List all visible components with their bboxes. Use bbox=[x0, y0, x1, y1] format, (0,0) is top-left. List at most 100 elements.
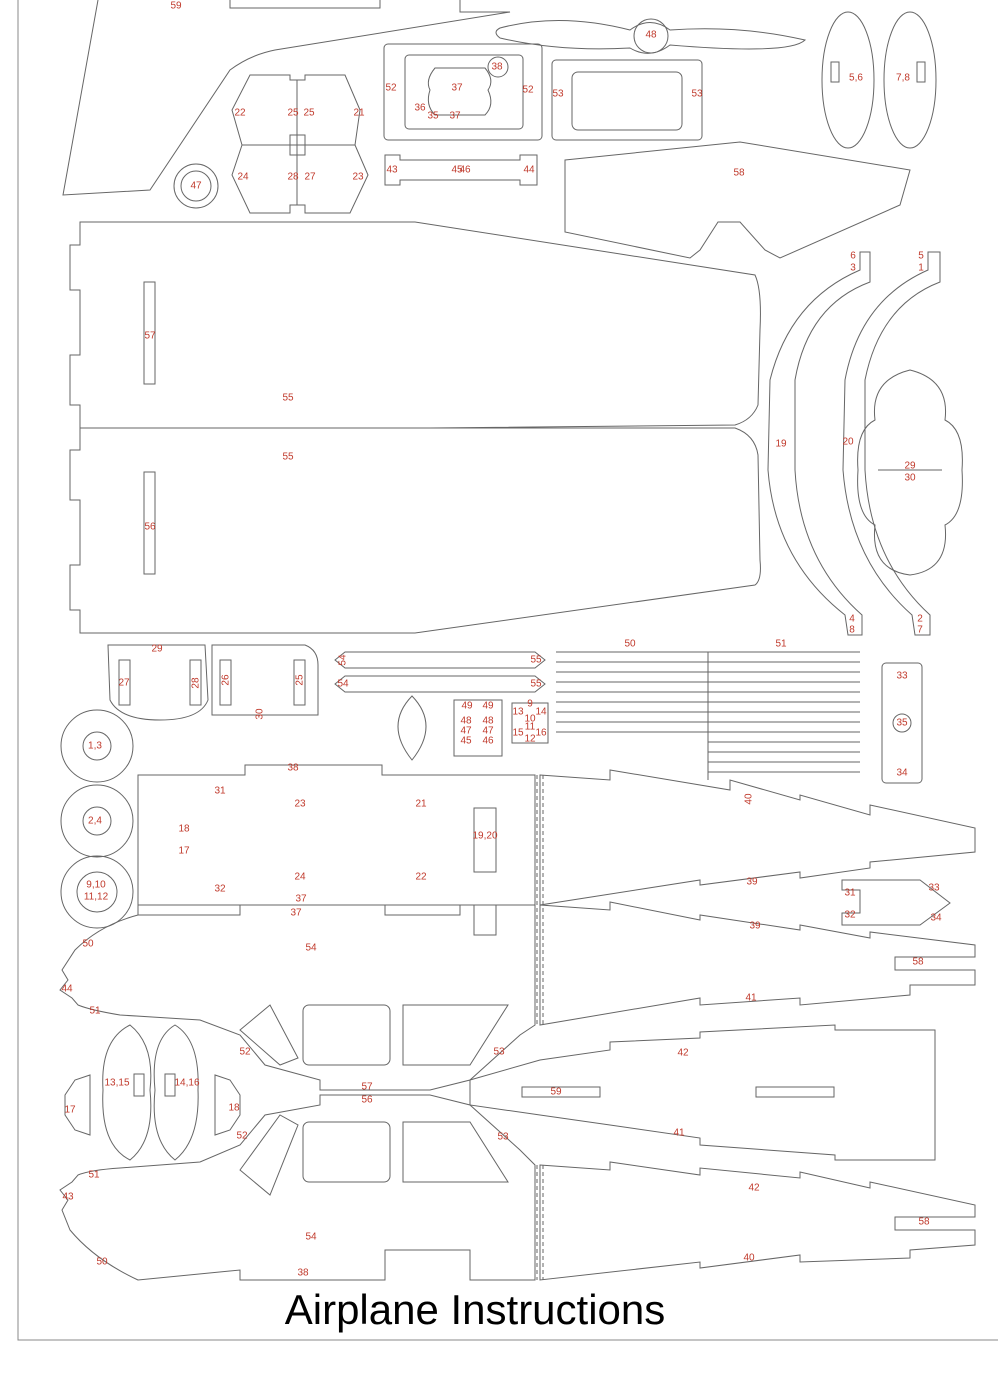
part-label: 54 bbox=[305, 1232, 317, 1243]
lens-part bbox=[397, 695, 427, 761]
window-lower-3 bbox=[402, 1121, 509, 1183]
part-label: 24 bbox=[294, 872, 306, 883]
side-tab-18 bbox=[214, 1074, 241, 1136]
part-label: 51 bbox=[775, 639, 787, 650]
part-label: 42 bbox=[748, 1183, 760, 1194]
part-label: 31 bbox=[214, 786, 226, 797]
part-47-outer bbox=[173, 163, 219, 209]
part-label: 49 bbox=[461, 701, 473, 712]
arc-part-19 bbox=[767, 251, 871, 636]
part-label: 55 bbox=[282, 393, 294, 404]
part-label: 51 bbox=[88, 1170, 100, 1181]
slot-under bbox=[473, 904, 497, 936]
part-label: 48 bbox=[645, 30, 657, 41]
slot-28 bbox=[189, 659, 202, 706]
part-label: 46 bbox=[459, 165, 471, 176]
part-label: 58 bbox=[912, 957, 924, 968]
part-label: 44 bbox=[61, 984, 73, 995]
part-label: 42 bbox=[677, 1048, 689, 1059]
wing-slot-57 bbox=[143, 281, 156, 385]
part-29-frame bbox=[107, 644, 209, 721]
part-label: 43 bbox=[62, 1192, 74, 1203]
part-label: 37 bbox=[295, 894, 307, 905]
part-label: 47 bbox=[460, 726, 472, 737]
part-label: 4 bbox=[849, 614, 855, 625]
part-label: 38 bbox=[287, 763, 299, 774]
part-label: 47 bbox=[190, 181, 202, 192]
wing-slot-56 bbox=[143, 471, 156, 575]
part-label: 45 bbox=[460, 736, 472, 747]
part-label: 48 bbox=[460, 716, 472, 727]
part-label: 28 bbox=[287, 172, 299, 183]
window-upper-1 bbox=[239, 1004, 299, 1066]
part-label: 2,4 bbox=[88, 816, 102, 827]
slot-27 bbox=[118, 659, 131, 706]
propeller-hub bbox=[633, 18, 669, 54]
part-59-outline bbox=[62, 0, 511, 196]
part-label: 52 bbox=[239, 1047, 251, 1058]
part-label: 16 bbox=[535, 728, 547, 739]
window-upper-2 bbox=[302, 1004, 391, 1066]
part-label: 28 bbox=[191, 677, 202, 689]
part-label: 2 bbox=[917, 614, 923, 625]
part-label: 11,12 bbox=[84, 892, 109, 903]
part-label: 57 bbox=[144, 331, 156, 342]
part-label: 1 bbox=[918, 263, 924, 274]
part-label: 5,6 bbox=[849, 73, 863, 84]
part-label: 12 bbox=[524, 734, 536, 745]
slot-25 bbox=[293, 659, 306, 706]
part-label: 34 bbox=[896, 768, 908, 779]
part-label: 52 bbox=[385, 83, 397, 94]
part-label: 7,8 bbox=[896, 73, 910, 84]
wheel-912-hub bbox=[76, 871, 118, 913]
oval-part-78 bbox=[883, 11, 937, 149]
part-label: 19,20 bbox=[472, 831, 497, 842]
part-label: 29 bbox=[151, 644, 163, 655]
part-label: 54 bbox=[338, 654, 349, 666]
wing-upper bbox=[69, 221, 761, 429]
part-label: 52 bbox=[522, 85, 534, 96]
part-label: 37 bbox=[451, 83, 463, 94]
part-label: 47 bbox=[482, 726, 494, 737]
part-label: 37 bbox=[449, 111, 461, 122]
part-label: 3 bbox=[850, 263, 856, 274]
nose-piece-upper bbox=[59, 904, 536, 1091]
oval-part-56 bbox=[821, 11, 875, 149]
frame-53 bbox=[551, 59, 703, 141]
part-label: 35 bbox=[427, 111, 439, 122]
part-37-shape bbox=[427, 67, 492, 116]
part-label: 17 bbox=[64, 1105, 76, 1116]
part-label: 37 bbox=[290, 908, 302, 919]
part-label: 21 bbox=[415, 799, 427, 810]
part-label: 6 bbox=[850, 251, 856, 262]
side-panel-42-41 bbox=[469, 1024, 936, 1161]
window-lower-2 bbox=[302, 1121, 391, 1183]
part-label: 38 bbox=[491, 62, 503, 73]
part-21-28-outline bbox=[231, 74, 369, 214]
part-label: 54 bbox=[337, 679, 349, 690]
oval-13-15 bbox=[102, 1024, 152, 1161]
part-label: 19 bbox=[775, 439, 787, 450]
part-label: 56 bbox=[361, 1095, 373, 1106]
part-label: 35 bbox=[896, 718, 908, 729]
slot-19-20 bbox=[473, 807, 497, 873]
part-label: 18 bbox=[178, 824, 190, 835]
part-label: 59 bbox=[170, 1, 182, 12]
part-label: 25 bbox=[303, 108, 315, 119]
part-label: 24 bbox=[237, 172, 249, 183]
part-label: 13 bbox=[512, 707, 524, 718]
part-label: 44 bbox=[523, 165, 535, 176]
part-label: 10 bbox=[524, 714, 536, 725]
part-label: 1,3 bbox=[88, 741, 102, 752]
side-panel-40-39 bbox=[539, 769, 976, 906]
oval-slot bbox=[830, 61, 840, 83]
part-label: 22 bbox=[415, 872, 427, 883]
part-47-inner bbox=[180, 170, 212, 202]
part-9-16-stack bbox=[511, 702, 549, 744]
part-label: 32 bbox=[844, 910, 856, 921]
strip-54-55-a bbox=[334, 651, 546, 669]
oval-slot-13 bbox=[133, 1073, 145, 1097]
side-panel-42-40 bbox=[539, 1161, 976, 1281]
